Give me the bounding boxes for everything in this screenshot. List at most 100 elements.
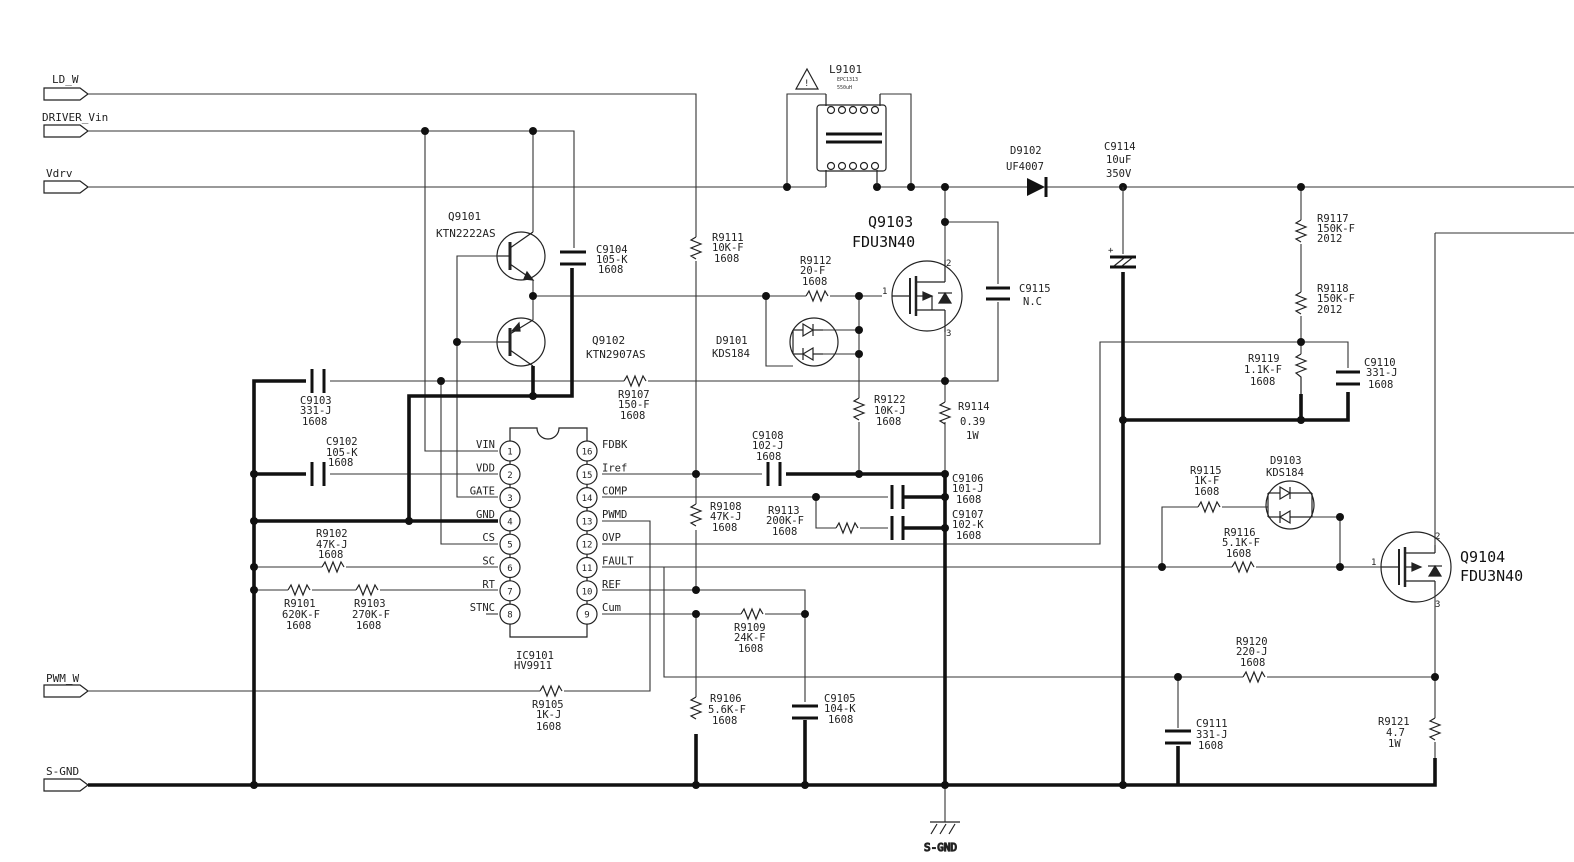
junction-dot — [855, 292, 863, 300]
label-c9104-value: 105-K — [596, 254, 628, 266]
junction-dot — [1297, 416, 1305, 424]
label-c9115-value: N.C — [1023, 296, 1042, 308]
label-c9106-value: 101-J — [952, 483, 984, 495]
ground-symbol: S-GND — [923, 821, 960, 855]
label-c9108-value: 102-J — [752, 440, 784, 452]
label-r9117-ref: R9117 — [1317, 213, 1349, 225]
label-c9111-pkg: 1608 — [1198, 740, 1223, 752]
ic-pin-circle — [499, 510, 521, 532]
junction-dot — [783, 183, 791, 191]
ic-pin-number: 11 — [582, 564, 593, 574]
junction-dot — [801, 781, 809, 789]
label-r9105-pkg: 1608 — [536, 721, 561, 733]
label-r9119-value: 1.1K-F — [1244, 364, 1282, 376]
label-r9112-ref: R9112 — [800, 255, 832, 267]
junction-dot — [692, 781, 700, 789]
ic-pin-circle — [576, 440, 598, 462]
label-c9106-pkg: 1608 — [956, 494, 981, 506]
ic-pin-number: 3 — [507, 494, 512, 504]
junction-dot — [453, 338, 461, 346]
label-r9108-ref: R9108 — [710, 501, 742, 513]
label-r9105-value: 1K-J — [536, 709, 561, 721]
port-label: PWM_W — [46, 672, 79, 685]
ic-pin-number: 7 — [507, 587, 512, 597]
label-c9107-ref: C9107 — [952, 509, 984, 521]
label-r9102-value: 47K-J — [316, 539, 348, 551]
label-c9103-pkg: 1608 — [302, 416, 327, 428]
ic-pin-number: 2 — [507, 471, 512, 481]
junction-dot — [1158, 563, 1166, 571]
label-r9115-pkg: 1608 — [1194, 486, 1219, 498]
label-ic-ref: IC9101 — [516, 650, 554, 662]
label-r9101-value: 620K-F — [282, 609, 320, 621]
junction-dot — [941, 781, 949, 789]
ic-pin-name: GATE — [470, 486, 495, 498]
ic-pin-number: 12 — [582, 541, 593, 551]
ic-pin-circle — [576, 487, 598, 509]
label-c9110-ref: C9110 — [1364, 357, 1396, 369]
label-c9104-pkg: 1608 — [598, 264, 623, 276]
ic-pin-circle — [499, 440, 521, 462]
label-c9102-value: 105-K — [326, 447, 358, 459]
wires — [88, 93, 1574, 822]
junction-dot — [801, 610, 809, 618]
transistor-q9101 — [496, 231, 546, 281]
label-r9114-ref: R9114 — [958, 401, 990, 413]
junction-dot — [941, 524, 949, 532]
port-vdrv — [43, 180, 89, 194]
diode-d9103 — [1265, 480, 1315, 530]
ic-pin-number: 9 — [584, 611, 589, 621]
net-ports: LD_W DRIVER_Vin Vdrv PWM_W S-GND — [42, 73, 108, 792]
ic-pin-name: GND — [476, 509, 495, 521]
label-q9104-drain-pin: 2 — [1435, 532, 1440, 542]
junction-dot — [437, 377, 445, 385]
label-r9107-pkg: 1608 — [620, 410, 645, 422]
label-r9106-pkg: 1608 — [712, 715, 737, 727]
ic-pin-name: COMP — [602, 486, 627, 498]
junction-dot — [1297, 183, 1305, 191]
label-c9105-value: 104-K — [824, 703, 856, 715]
junction-dot — [692, 586, 700, 594]
ic-pin-circle — [576, 556, 598, 579]
label-r9120-pkg: 1608 — [1240, 657, 1265, 669]
label-r9121-power: 1W — [1388, 738, 1401, 750]
label-r9122-value: 10K-J — [874, 405, 906, 417]
transistor-q9102 — [496, 317, 546, 367]
label-d9101-ref: D9101 — [716, 335, 748, 347]
label-q9103-drain-pin: 2 — [946, 259, 951, 269]
ic-pins: 1VIN2VDD3GATE4GND5CS6SC7RT8STNC16FDBK15I… — [470, 439, 634, 625]
ic-pin-circle — [499, 603, 521, 625]
port-ld-w — [43, 87, 89, 101]
junction-dot — [405, 517, 413, 525]
label-c9107-pkg: 1608 — [956, 530, 981, 542]
capacitor-c9108 — [766, 462, 782, 486]
label-r9111-value: 10K-F — [712, 242, 744, 254]
resistor-r9115 — [1197, 500, 1221, 514]
ic-hv9911 — [509, 427, 588, 638]
junction-dot — [907, 183, 915, 191]
resistors — [287, 219, 1442, 741]
label-c9111-value: 331-J — [1196, 729, 1228, 741]
port-sgnd — [43, 778, 89, 792]
resistor-r9114 — [938, 401, 952, 425]
inductor-ref: L9101 — [829, 63, 862, 76]
resistor-r9101 — [287, 583, 311, 597]
label-r9109-value: 24K-F — [734, 632, 766, 644]
junction-dot — [1336, 513, 1344, 521]
ic-pin-number: 4 — [507, 517, 512, 527]
ic-pin-name: SC — [482, 556, 495, 568]
junction-dot — [1431, 673, 1439, 681]
ic-pin-circle — [576, 603, 598, 625]
capacitor-c9115 — [986, 286, 1010, 301]
label-r9113-pkg: 1608 — [772, 526, 797, 538]
label-d9103-part: KDS184 — [1266, 467, 1304, 479]
label-q9101-part: KTN2222AS — [436, 227, 496, 240]
label-r9111-ref: R9111 — [712, 232, 744, 244]
port-label: Vdrv — [46, 167, 73, 180]
capacitor-c9102 — [310, 462, 326, 486]
label-q9104-source-pin: 3 — [1435, 600, 1440, 610]
label-c9103-value: 331-J — [300, 405, 332, 417]
ic-pin-circle — [499, 556, 521, 579]
label-r9106-value: 5.6K-F — [708, 704, 746, 716]
inductor-core: EPC1313 — [837, 77, 858, 83]
